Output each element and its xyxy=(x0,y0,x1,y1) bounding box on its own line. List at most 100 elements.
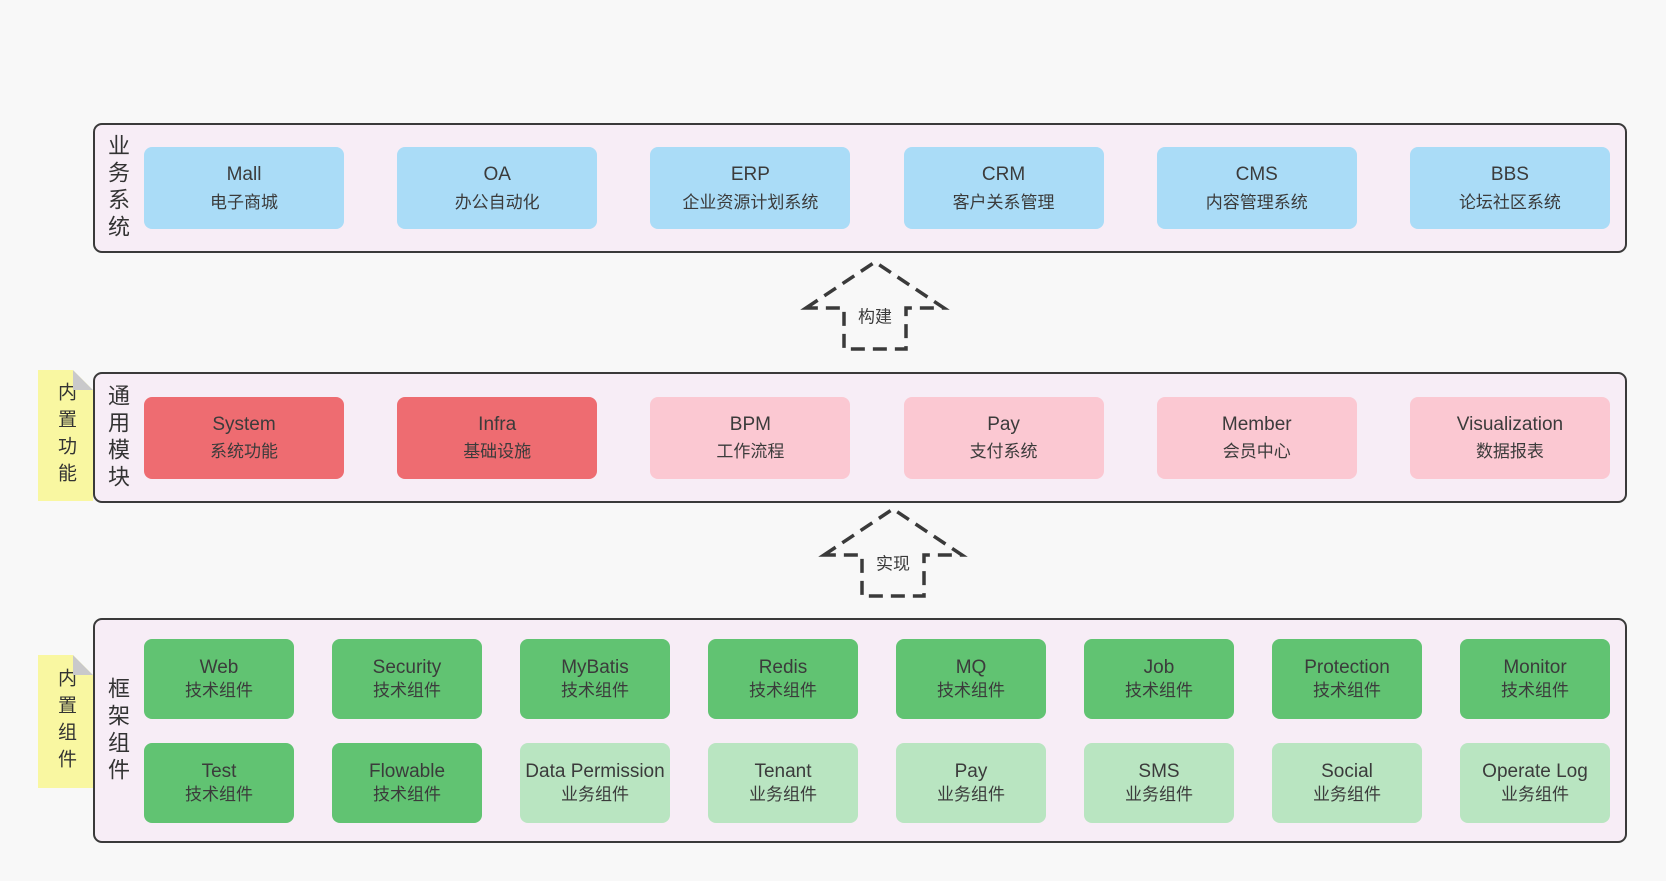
box-bbs: BBS 论坛社区系统 xyxy=(1409,147,1610,229)
box-title: BPM xyxy=(729,413,771,435)
box-title: CRM xyxy=(981,164,1026,185)
band-boxes: System 系统功能 Infra 基础设施 BPM 工作流程 Pay 支付系统… xyxy=(128,396,1625,479)
folded-corner-icon xyxy=(73,655,93,675)
box-title: OA xyxy=(483,164,511,185)
box-subtitle: 会员中心 xyxy=(1222,442,1291,461)
sticky-tab-built-in-features: 内置功能 xyxy=(38,370,93,501)
box-subtitle: 企业资源计划系统 xyxy=(682,192,819,212)
box-mall: Mall 电子商城 xyxy=(144,147,344,229)
box-title: Member xyxy=(1221,413,1292,435)
tab-label: 内置功能 xyxy=(55,381,76,490)
box-subtitle: 业务组件 xyxy=(937,784,1005,804)
folded-corner-icon xyxy=(73,370,93,390)
box-subtitle: 电子商城 xyxy=(210,192,278,212)
sticky-tab-built-in-components: 内置组件 xyxy=(38,655,93,788)
box-cms: CMS 内容管理系统 xyxy=(1156,147,1357,229)
tech-components-row: Web 技术组件 Security 技术组件 MyBatis 技术组件 Redi… xyxy=(144,638,1610,719)
tab-label: 内置组件 xyxy=(55,667,76,776)
box-mq: MQ 技术组件 xyxy=(896,638,1046,719)
box-subtitle: 技术组件 xyxy=(937,680,1005,700)
box-pay: Pay 支付系统 xyxy=(903,396,1104,479)
box-social: Social 业务组件 xyxy=(1272,742,1422,823)
box-title: Flowable xyxy=(368,760,446,782)
box-protection: Protection 技术组件 xyxy=(1272,638,1422,719)
arrow-build: 构建 xyxy=(800,258,950,353)
box-title: Protection xyxy=(1304,656,1390,678)
box-mybatis: MyBatis 技术组件 xyxy=(520,638,670,719)
box-title: ERP xyxy=(730,164,770,185)
box-title: Monitor xyxy=(1503,656,1567,678)
box-subtitle: 内容管理系统 xyxy=(1205,192,1308,212)
box-subtitle: 技术组件 xyxy=(1313,680,1381,700)
box-title: Infra xyxy=(478,413,517,435)
box-subtitle: 技术组件 xyxy=(373,784,441,804)
box-sms: SMS 业务组件 xyxy=(1084,742,1234,823)
box-title: Redis xyxy=(758,656,808,678)
box-web: Web 技术组件 xyxy=(144,638,294,719)
arrow-implement: 实现 xyxy=(818,505,968,600)
box-crm: CRM 客户关系管理 xyxy=(903,147,1104,229)
box-subtitle: 业务组件 xyxy=(1501,784,1569,804)
framework-components-band: 框架组件 Web 技术组件 Security 技术组件 MyBatis 技术组件… xyxy=(93,618,1627,843)
box-subtitle: 办公自动化 xyxy=(454,192,540,212)
box-flowable: Flowable 技术组件 xyxy=(332,742,482,823)
box-subtitle: 技术组件 xyxy=(185,784,253,804)
box-subtitle: 技术组件 xyxy=(1125,680,1193,700)
box-title: Social xyxy=(1321,760,1373,782)
box-title: Test xyxy=(201,760,237,782)
band-rows: Web 技术组件 Security 技术组件 MyBatis 技术组件 Redi… xyxy=(128,638,1625,823)
box-subtitle: 业务组件 xyxy=(561,784,629,804)
box-title: Job xyxy=(1143,656,1175,678)
box-pay-biz: Pay 业务组件 xyxy=(896,742,1046,823)
business-systems-band: 业务系统 Mall 电子商城 OA 办公自动化 ERP 企业资源计划系统 CRM… xyxy=(93,123,1627,253)
box-subtitle: 业务组件 xyxy=(1313,784,1381,804)
dashed-up-arrow-icon xyxy=(800,259,950,351)
box-subtitle: 支付系统 xyxy=(969,442,1038,461)
box-security: Security 技术组件 xyxy=(332,638,482,719)
box-subtitle: 技术组件 xyxy=(749,680,817,700)
arrow-label: 实现 xyxy=(871,546,915,578)
box-title: Data Permission xyxy=(525,760,665,782)
box-title: Pay xyxy=(987,413,1020,435)
box-title: Visualization xyxy=(1456,413,1564,435)
dashed-up-arrow-icon xyxy=(818,506,968,598)
box-subtitle: 技术组件 xyxy=(1501,680,1569,700)
box-subtitle: 工作流程 xyxy=(716,442,785,461)
box-system: System 系统功能 xyxy=(144,396,344,479)
box-oa: OA 办公自动化 xyxy=(397,147,598,229)
box-tenant: Tenant 业务组件 xyxy=(708,742,858,823)
box-title: System xyxy=(212,413,276,435)
common-modules-band: 通用模块 System 系统功能 Infra 基础设施 BPM 工作流程 Pay… xyxy=(93,372,1627,503)
box-operate-log: Operate Log 业务组件 xyxy=(1460,742,1610,823)
box-visualization: Visualization 数据报表 xyxy=(1409,396,1610,479)
box-subtitle: 业务组件 xyxy=(749,784,817,804)
box-subtitle: 技术组件 xyxy=(185,680,253,700)
biz-components-row: Test 技术组件 Flowable 技术组件 Data Permission … xyxy=(144,742,1610,823)
box-monitor: Monitor 技术组件 xyxy=(1460,638,1610,719)
band-title: 业务系统 xyxy=(105,134,130,242)
box-test: Test 技术组件 xyxy=(144,742,294,823)
band-title: 框架组件 xyxy=(105,676,130,785)
box-title: Web xyxy=(199,656,239,678)
box-title: BBS xyxy=(1490,164,1529,185)
box-title: MyBatis xyxy=(561,656,629,678)
box-title: Tenant xyxy=(754,760,812,782)
band-boxes: Mall 电子商城 OA 办公自动化 ERP 企业资源计划系统 CRM 客户关系… xyxy=(128,147,1625,229)
box-infra: Infra 基础设施 xyxy=(397,396,598,479)
box-subtitle: 数据报表 xyxy=(1475,442,1544,461)
box-title: MQ xyxy=(955,656,987,678)
box-bpm: BPM 工作流程 xyxy=(650,396,851,479)
box-title: Pay xyxy=(954,760,988,782)
box-subtitle: 系统功能 xyxy=(210,442,278,461)
box-subtitle: 论坛社区系统 xyxy=(1458,192,1561,212)
box-data-permission: Data Permission 业务组件 xyxy=(520,742,670,823)
arrow-label: 构建 xyxy=(853,299,897,331)
box-redis: Redis 技术组件 xyxy=(708,638,858,719)
box-subtitle: 基础设施 xyxy=(463,442,532,461)
box-subtitle: 业务组件 xyxy=(1125,784,1193,804)
box-member: Member 会员中心 xyxy=(1156,396,1357,479)
box-title: SMS xyxy=(1138,760,1180,782)
box-title: Operate Log xyxy=(1482,760,1588,782)
box-title: Mall xyxy=(226,164,262,185)
